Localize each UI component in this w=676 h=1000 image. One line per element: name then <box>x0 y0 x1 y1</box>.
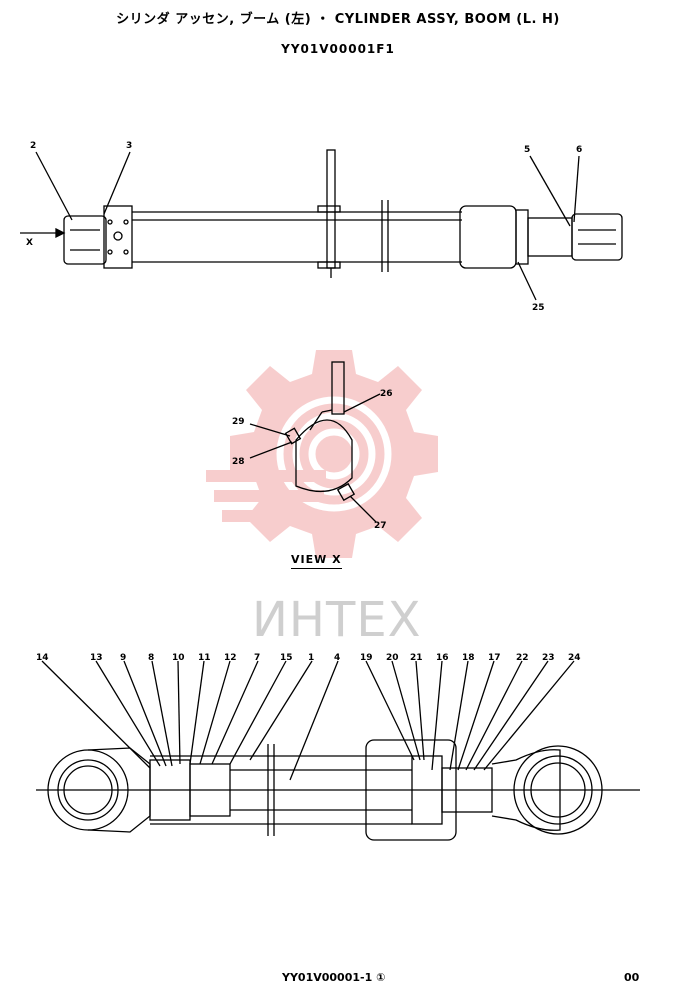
callout-15: 15 <box>280 653 293 663</box>
view-direction-mark: X <box>26 238 33 248</box>
callout-28: 28 <box>232 457 245 467</box>
callout-8: 8 <box>148 653 154 663</box>
callout-26: 26 <box>380 389 393 399</box>
callout-25: 25 <box>532 303 545 313</box>
callout-labels: 2 3 5 6 25 26 29 28 27 14 13 9 8 10 11 1… <box>26 141 582 663</box>
view-x-detail <box>284 361 356 502</box>
callout-21: 21 <box>410 653 423 663</box>
callout-10: 10 <box>172 653 185 663</box>
callout-1: 1 <box>308 653 314 663</box>
callout-6: 6 <box>576 145 582 155</box>
cylinder-section-view <box>36 739 640 841</box>
diagram-title: シリンダ アッセン, ブーム (左) ・ CYLINDER ASSY, BOOM… <box>116 12 560 27</box>
callout-16: 16 <box>436 653 449 663</box>
callout-24: 24 <box>568 653 581 663</box>
callout-29: 29 <box>232 417 245 427</box>
callout-2: 2 <box>30 141 36 151</box>
view-x-label: VIEW X <box>291 553 342 569</box>
page-number: 00 <box>624 971 640 984</box>
callout-27: 27 <box>374 521 387 531</box>
cylinder-top-view <box>20 149 623 278</box>
drawing-number: YY01V00001-1 ① <box>282 971 386 984</box>
callout-5: 5 <box>524 145 530 155</box>
callout-7: 7 <box>254 653 260 663</box>
callout-22: 22 <box>516 653 529 663</box>
callout-3: 3 <box>126 141 132 151</box>
callout-9: 9 <box>120 653 126 663</box>
callout-23: 23 <box>542 653 555 663</box>
callout-19: 19 <box>360 653 373 663</box>
callout-13: 13 <box>90 653 103 663</box>
callout-20: 20 <box>386 653 399 663</box>
part-number: YY01V00001F1 <box>281 42 395 56</box>
callout-14: 14 <box>36 653 49 663</box>
watermark-text: ИНТЕХ <box>252 592 422 648</box>
callout-4: 4 <box>334 653 340 663</box>
callout-17: 17 <box>488 653 501 663</box>
callout-18: 18 <box>462 653 475 663</box>
callout-11: 11 <box>198 653 211 663</box>
callout-12: 12 <box>224 653 237 663</box>
